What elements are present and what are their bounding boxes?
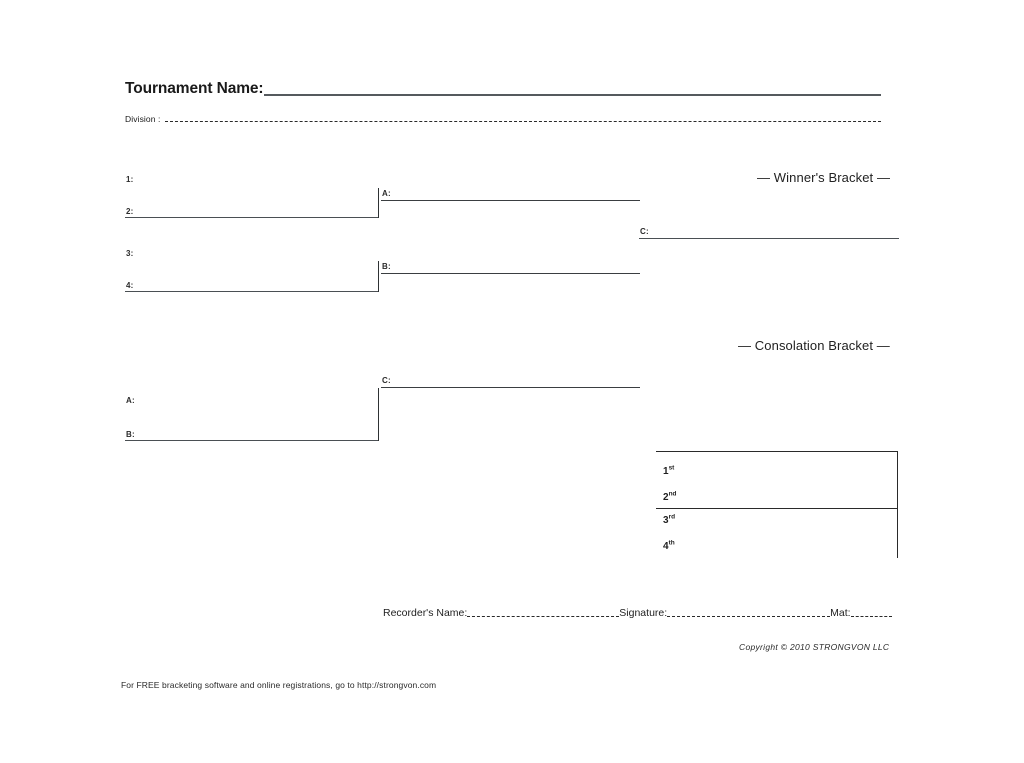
winners-semifinal-a-rule[interactable]: [381, 200, 640, 201]
tournament-name-input-rule[interactable]: [263, 94, 881, 96]
signature-label: Signature:: [619, 607, 668, 619]
placement-2nd[interactable]: 2nd: [663, 490, 677, 503]
placement-1st-number: 1: [663, 466, 669, 477]
copyright-notice: Copyright © 2010 STRONGVON LLC: [739, 642, 890, 652]
placement-3rd[interactable]: 3rd: [663, 513, 676, 526]
mat-label: Mat:: [830, 607, 851, 619]
winners-semifinal-b-rule[interactable]: [381, 273, 640, 274]
tournament-name-label: Tournament Name:: [125, 80, 264, 97]
winners-semifinal-a-label: A:: [382, 189, 391, 198]
recorder-name-input-rule[interactable]: [467, 616, 620, 617]
winners-final-c-label: C:: [640, 227, 649, 236]
winners-bracket-title: — Winner's Bracket —: [757, 170, 891, 185]
winners-seed-pair-2-rule[interactable]: [125, 291, 379, 292]
placement-1st[interactable]: 1st: [663, 464, 675, 477]
placement-2nd-number: 2: [663, 492, 669, 503]
promo-text: For FREE bracketing software and online …: [121, 680, 437, 690]
placement-3rd-number: 3: [663, 515, 669, 526]
recorder-row: Recorder's Name: Signature: Mat:: [383, 607, 892, 619]
recorder-name-label: Recorder's Name:: [383, 607, 468, 619]
consolation-result-c-rule[interactable]: [381, 387, 640, 388]
form-header: Tournament Name: Division :: [125, 74, 881, 125]
consolation-connector: [378, 388, 379, 441]
placement-2nd-ordinal: nd: [668, 490, 677, 498]
consolation-result-c-label: C:: [382, 376, 391, 385]
consolation-bracket-title: — Consolation Bracket —: [738, 338, 890, 353]
consolation-entry-pair-rule[interactable]: [125, 440, 379, 441]
winners-seed-1-label: 1:: [126, 175, 134, 184]
winners-seed-pair-1-rule[interactable]: [125, 217, 379, 218]
winners-connector-pair-1: [378, 188, 379, 218]
placement-4th-ordinal: th: [668, 539, 675, 547]
winners-final-c-rule[interactable]: [639, 238, 899, 239]
placement-1st-ordinal: st: [668, 464, 675, 472]
winners-connector-pair-2: [378, 261, 379, 292]
division-input-rule[interactable]: [165, 121, 881, 122]
division-row: Division :: [125, 107, 881, 125]
division-label: Division :: [125, 114, 161, 124]
winners-seed-3-label: 3:: [126, 249, 134, 258]
winners-seed-4-label: 4:: [126, 281, 134, 290]
placement-4th[interactable]: 4th: [663, 539, 675, 552]
tournament-name-row: Tournament Name:: [125, 74, 881, 98]
signature-input-rule[interactable]: [667, 616, 831, 617]
mat-input-rule[interactable]: [850, 616, 892, 617]
placement-box: [656, 451, 898, 558]
winners-seed-2-label: 2:: [126, 207, 134, 216]
placement-box-divider: [656, 508, 898, 509]
placement-4th-number: 4: [663, 541, 669, 552]
consolation-entry-b-label: B:: [126, 430, 135, 439]
placement-3rd-ordinal: rd: [668, 513, 676, 521]
consolation-entry-a-label: A:: [126, 396, 135, 405]
winners-semifinal-b-label: B:: [382, 262, 391, 271]
